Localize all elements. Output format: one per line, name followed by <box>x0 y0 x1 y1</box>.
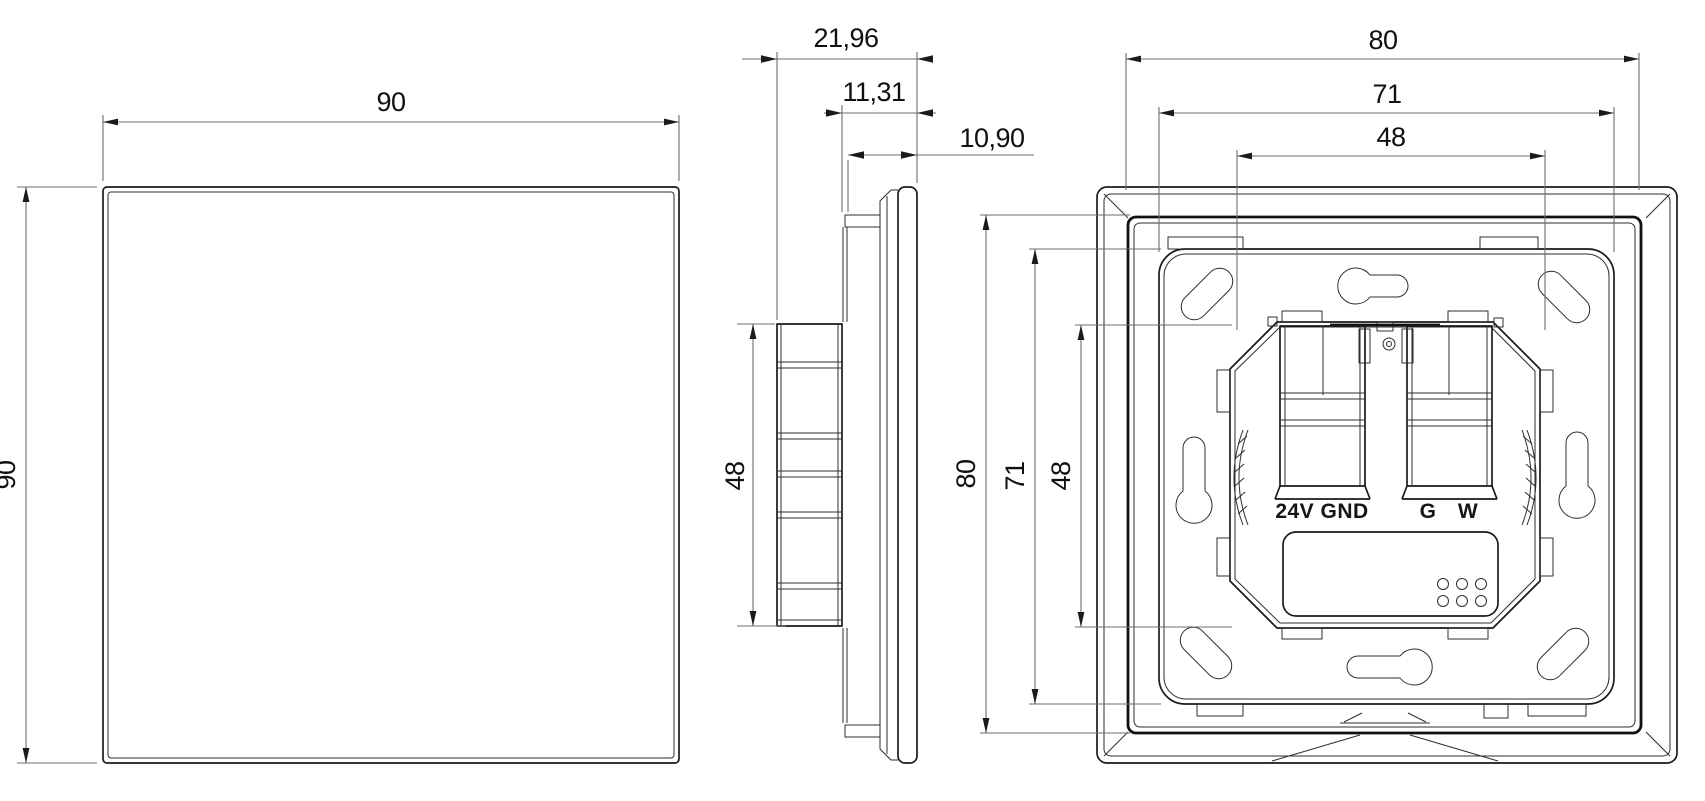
plate-tab <box>1527 703 1587 717</box>
terminal-label-g: G <box>1420 500 1437 523</box>
plate-tab <box>1483 703 1509 719</box>
dim-label-back-width-outer: 80 <box>1368 25 1397 55</box>
keyhole-slot-bottom-right <box>1536 627 1590 681</box>
dim-label-back-width-plate: 71 <box>1372 79 1401 109</box>
back-frame-outline <box>1096 186 1678 764</box>
module-side-clip <box>1539 537 1554 577</box>
terminal-block-right <box>1401 325 1498 500</box>
side-wall-box <box>776 323 843 627</box>
dim-label-frame-depth: 11,31 <box>842 77 905 107</box>
back-view: 24V GND G W 80 71 48 <box>951 25 1678 764</box>
dim-label-total-depth: 21,96 <box>813 23 878 53</box>
module-tab <box>1281 310 1323 323</box>
label-plate <box>1282 531 1499 617</box>
module-side-clip <box>1216 537 1231 577</box>
dim-label-box-height: 48 <box>720 461 750 490</box>
retaining-spring-left <box>1233 429 1249 526</box>
terminal-label-power: 24V GND <box>1275 500 1368 523</box>
side-top-tab <box>844 214 881 228</box>
keyhole-slot-top-right <box>1537 270 1591 324</box>
dim-label-back-height-plate: 71 <box>1000 461 1030 490</box>
side-bottom-tab <box>844 724 881 738</box>
plate-tab <box>1196 703 1244 717</box>
screw-hole <box>1382 337 1396 351</box>
dim-side-total-depth: 21,96 <box>742 23 933 320</box>
front-view: 90 90 <box>0 87 680 764</box>
terminal-label-w: W <box>1458 500 1478 523</box>
dim-label-front-width: 90 <box>376 87 405 117</box>
plate-tab <box>1167 236 1244 250</box>
front-panel-outline <box>102 186 680 764</box>
dim-label-panel-depth: 10,90 <box>959 123 1024 153</box>
dim-side-frame-depth: 11,31 <box>824 77 936 212</box>
dim-back-height-module: 48 <box>1046 324 1232 628</box>
dim-back-height-plate: 71 <box>1000 248 1161 705</box>
dim-back-height-outer: 80 <box>951 214 1130 734</box>
side-frame-outline <box>879 189 898 761</box>
module-tab <box>1447 310 1489 323</box>
dim-label-back-height-outer: 80 <box>951 459 981 488</box>
keyhole-slot-left <box>1175 436 1213 524</box>
dim-side-panel-depth: 10,90 <box>847 123 1034 212</box>
module-side-clip <box>1216 369 1231 413</box>
dim-label-back-width-module: 48 <box>1376 122 1405 152</box>
dim-side-box-height: 48 <box>720 323 786 627</box>
dim-front-height: 90 <box>0 186 97 764</box>
dim-back-width-plate: 71 <box>1158 79 1615 252</box>
front-panel-inner-line <box>107 191 675 759</box>
retaining-spring-right <box>1521 429 1537 526</box>
dim-front-width: 90 <box>102 87 680 181</box>
terminal-block-left <box>1274 325 1371 500</box>
module-side-clip <box>1539 369 1554 413</box>
side-panel-outline <box>897 186 918 764</box>
module-tab <box>1447 627 1489 640</box>
dim-label-back-height-module: 48 <box>1046 461 1076 490</box>
plate-tab <box>1479 236 1539 250</box>
module-tab <box>1281 627 1323 640</box>
keyhole-slot-right <box>1558 431 1596 519</box>
mounting-plate-outline <box>1158 248 1615 705</box>
keyhole-slot-bottom-center <box>1346 648 1433 686</box>
back-frame-opening <box>1126 215 1643 735</box>
pin-dots <box>1437 578 1487 607</box>
device-module: 24V GND G W <box>1216 310 1554 640</box>
side-view: 21,96 11,31 10,90 48 <box>720 23 1034 764</box>
dim-back-width-module: 48 <box>1236 122 1546 330</box>
keyhole-slot-bottom-left <box>1179 626 1233 680</box>
dim-back-width-outer: 80 <box>1125 25 1640 190</box>
keyhole-slot-top-left <box>1180 267 1234 321</box>
keyhole-slot-top-center <box>1337 267 1409 305</box>
dim-label-front-height: 90 <box>0 460 21 489</box>
